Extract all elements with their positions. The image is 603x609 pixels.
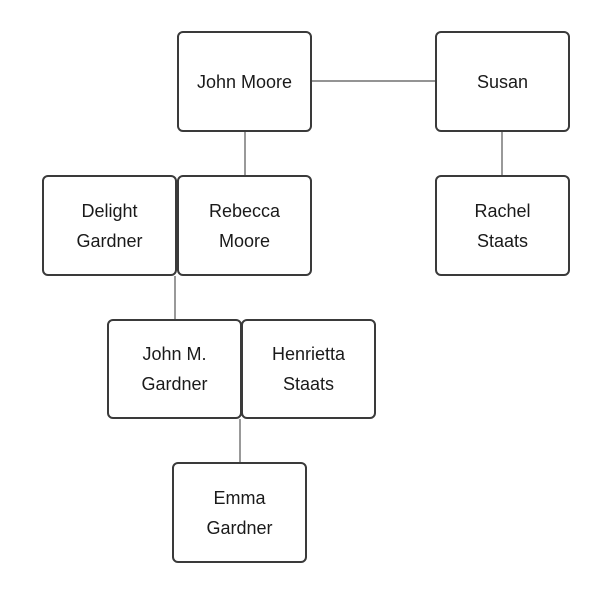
node-john-m-gardner[interactable]: John M. Gardner [107,319,242,419]
node-label: Henrietta Staats [271,344,346,394]
node-henrietta-staats[interactable]: Henrietta Staats [241,319,376,419]
node-label: Delight Gardner [76,200,143,251]
node-label: Emma Gardner [206,487,273,538]
node-label: John Moore [196,71,293,92]
node-label: Susan [476,71,529,92]
node-emma-gardner[interactable]: Emma Gardner [172,462,307,563]
node-john-moore[interactable]: John Moore [177,31,312,132]
node-susan[interactable]: Susan [435,31,570,132]
node-rachel-staats[interactable]: Rachel Staats [435,175,570,276]
node-rebecca-moore[interactable]: Rebecca Moore [177,175,312,276]
node-label: John M. Gardner [141,344,208,394]
node-label: Rachel Staats [474,200,531,251]
node-label: Rebecca Moore [208,200,281,251]
node-delight-gardner[interactable]: Delight Gardner [42,175,177,276]
